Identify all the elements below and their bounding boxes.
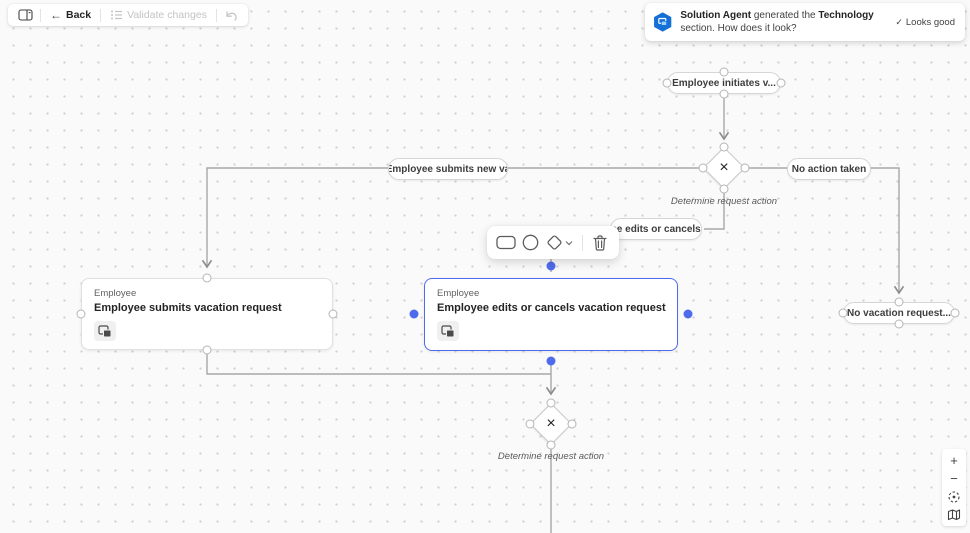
undo-icon bbox=[226, 10, 237, 21]
task-card-submits[interactable]: Employee Employee submits vacation reque… bbox=[81, 278, 333, 350]
connection-handle[interactable] bbox=[719, 142, 729, 152]
editor-toolbar: ← Back Validate changes bbox=[8, 4, 248, 26]
agent-notification: Solution Agent generated the Technology … bbox=[645, 3, 965, 41]
selected-connection-handle[interactable] bbox=[546, 356, 556, 366]
chevron-down-icon bbox=[565, 240, 573, 245]
diamond-icon bbox=[547, 235, 562, 250]
connection-handle[interactable] bbox=[894, 319, 904, 329]
looks-good-button[interactable]: ✓ Looks good bbox=[895, 17, 955, 28]
decision-caption-1: Determine request action bbox=[670, 196, 778, 207]
card-role-label: Employee bbox=[437, 288, 480, 299]
connection-handle[interactable] bbox=[838, 308, 848, 318]
card-type-badge bbox=[94, 321, 116, 341]
zoom-in-button[interactable]: + bbox=[943, 452, 965, 469]
undo-button[interactable] bbox=[220, 6, 242, 24]
connection-handle[interactable] bbox=[202, 345, 212, 355]
shape-toolbar bbox=[487, 226, 619, 259]
selected-connection-handle[interactable] bbox=[409, 309, 419, 319]
trash-icon bbox=[593, 234, 607, 251]
connection-handle[interactable] bbox=[328, 309, 338, 319]
connection-handle[interactable] bbox=[76, 309, 86, 319]
connection-handle[interactable] bbox=[719, 67, 729, 77]
center-view-icon bbox=[948, 490, 960, 503]
back-label: Back bbox=[66, 9, 92, 21]
selected-connection-handle[interactable] bbox=[546, 261, 556, 271]
section-name: Technology bbox=[818, 10, 874, 21]
solution-agent-icon bbox=[654, 12, 672, 32]
back-button[interactable]: ← Back bbox=[44, 6, 97, 24]
diamond-tool-button[interactable] bbox=[544, 231, 576, 255]
toolbar-divider bbox=[40, 8, 41, 22]
decision-caption-2: Determine request action bbox=[497, 451, 605, 462]
edge-label-no-action[interactable]: No action taken bbox=[787, 158, 871, 180]
panel-toggle-icon bbox=[18, 9, 33, 21]
connection-handle[interactable] bbox=[546, 440, 556, 450]
center-view-button[interactable] bbox=[943, 488, 965, 505]
agent-notification-text: Solution Agent generated the Technology … bbox=[680, 10, 874, 34]
back-arrow-icon: ← bbox=[50, 8, 62, 22]
connection-handle[interactable] bbox=[202, 273, 212, 283]
validate-changes-button[interactable]: Validate changes bbox=[104, 6, 213, 24]
validate-changes-label: Validate changes bbox=[127, 9, 207, 21]
shape-toolbar-divider bbox=[581, 234, 583, 251]
edge-label-edits-or-cancels[interactable]: ee edits or cancels bbox=[610, 218, 702, 240]
rectangle-icon bbox=[496, 235, 516, 250]
connection-handle[interactable] bbox=[950, 308, 960, 318]
edge-label-submits-new[interactable]: Employee submits new va bbox=[388, 158, 508, 180]
decision-node-2[interactable] bbox=[529, 402, 573, 446]
task-card-edits[interactable]: Employee Employee edits or cancels vacat… bbox=[424, 278, 678, 351]
card-role-label: Employee bbox=[94, 288, 137, 299]
zoom-out-button[interactable]: − bbox=[943, 470, 965, 487]
connection-handle[interactable] bbox=[719, 89, 729, 99]
connection-handle[interactable] bbox=[698, 163, 708, 173]
map-icon bbox=[947, 509, 961, 521]
ellipse-icon bbox=[522, 234, 539, 251]
minimap-button[interactable] bbox=[943, 506, 965, 523]
connection-handle[interactable] bbox=[662, 78, 672, 88]
toolbar-divider bbox=[100, 8, 102, 22]
toolbar-divider bbox=[215, 8, 217, 22]
connection-handle[interactable] bbox=[546, 398, 556, 408]
connection-handle[interactable] bbox=[719, 184, 729, 194]
ellipse-tool-button[interactable] bbox=[519, 231, 541, 255]
rectangle-tool-button[interactable] bbox=[495, 231, 517, 255]
card-title: Employee edits or cancels vacation reque… bbox=[437, 302, 666, 314]
layers-icon bbox=[98, 324, 112, 337]
layers-icon bbox=[441, 324, 455, 337]
connection-handle[interactable] bbox=[894, 297, 904, 307]
delete-button[interactable] bbox=[589, 231, 611, 255]
card-title: Employee submits vacation request bbox=[94, 302, 282, 314]
card-type-badge bbox=[437, 321, 459, 341]
connection-handle[interactable] bbox=[525, 419, 535, 429]
connection-handle[interactable] bbox=[567, 419, 577, 429]
panel-toggle-button[interactable] bbox=[14, 6, 37, 24]
looks-good-label: Looks good bbox=[905, 16, 955, 28]
decision-node-1[interactable] bbox=[702, 146, 746, 190]
selected-connection-handle[interactable] bbox=[683, 309, 693, 319]
zoom-controls: + − bbox=[942, 449, 966, 526]
connection-handle[interactable] bbox=[776, 78, 786, 88]
agent-name: Solution Agent bbox=[680, 10, 752, 21]
checklist-icon bbox=[111, 10, 123, 20]
check-icon: ✓ bbox=[895, 16, 903, 27]
connection-handle[interactable] bbox=[740, 163, 750, 173]
